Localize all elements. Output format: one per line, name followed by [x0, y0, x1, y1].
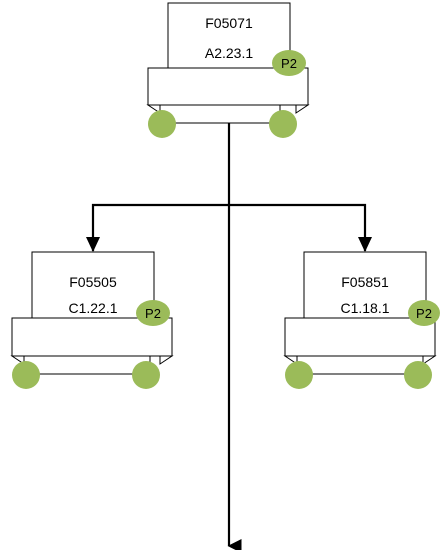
node-top-right-port	[269, 110, 297, 138]
node-right-left-port	[285, 361, 313, 389]
node-left-version: C1.22.1	[68, 300, 117, 316]
node-right-code: F05851	[341, 274, 389, 290]
node-right-right-corner	[422, 355, 437, 365]
right-branch-arrowhead	[358, 237, 372, 252]
node-left-right-corner	[159, 355, 174, 365]
node-right-version: C1.18.1	[340, 300, 389, 316]
connectors	[86, 122, 372, 550]
node-left-badge	[136, 300, 170, 326]
node-left: F05505 C1.22.1 P2	[10, 251, 174, 389]
node-top-badge-text: P2	[281, 56, 297, 71]
node-top-right-corner	[295, 104, 310, 114]
node-left-right-port	[132, 361, 160, 389]
branch-connector	[91, 203, 367, 251]
node-top-label-box	[167, 2, 291, 69]
node-right-base	[296, 355, 424, 375]
node-right-body	[284, 317, 436, 357]
node-right-badge	[408, 300, 440, 326]
node-top: F05071 A2.23.1 P2	[146, 2, 310, 138]
left-branch-arrowhead	[86, 237, 100, 252]
node-right: F05851 C1.18.1 P2	[283, 251, 440, 389]
node-top-base	[159, 104, 281, 124]
node-top-version: A2.23.1	[205, 45, 253, 61]
node-top-left-port	[148, 110, 176, 138]
node-left-label-box	[31, 251, 155, 319]
node-left-badge-text: P2	[145, 306, 161, 321]
node-left-base	[23, 355, 151, 375]
node-top-code: F05071	[205, 15, 253, 31]
node-right-right-port	[404, 361, 432, 389]
node-left-code: F05505	[69, 274, 117, 290]
node-top-badge	[272, 50, 306, 76]
node-left-left-port	[12, 361, 40, 389]
node-right-badge-text: P2	[416, 306, 432, 321]
